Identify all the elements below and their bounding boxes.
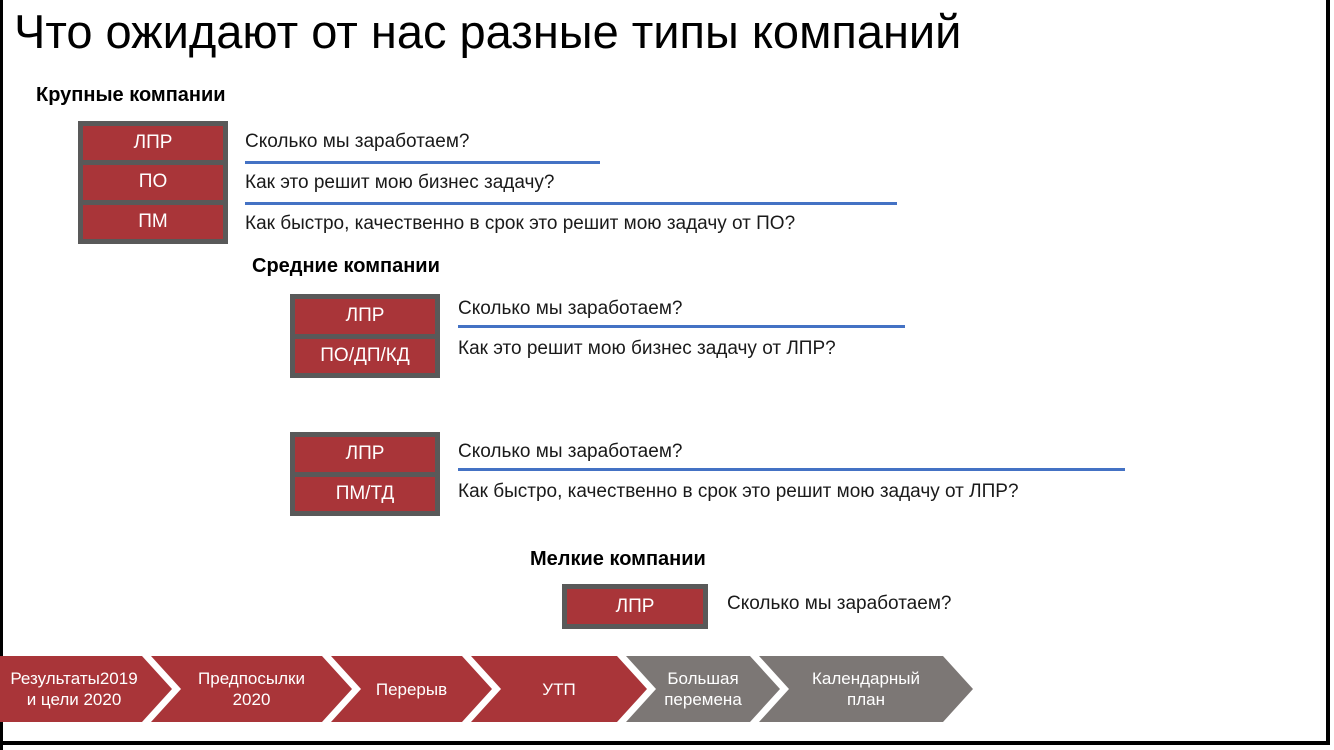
slide-title: Что ожидают от нас разные типы компаний [14, 5, 962, 58]
timeline-segment-results-goals: Результаты2019 и цели 2020 [0, 656, 172, 722]
timeline-label: Предпосылки [198, 669, 305, 688]
slide-border-bottom [0, 741, 1330, 745]
timeline-label: перемена [664, 690, 742, 709]
question-small-1: Сколько мы заработаем? [727, 593, 952, 614]
role-cell-pm: ПМ [83, 204, 223, 239]
timeline-label: Результаты2019 [10, 669, 138, 688]
timeline-label: Большая [667, 669, 739, 688]
timeline-label: и цели 2020 [26, 690, 122, 709]
timeline-segment-prerequisites: Предпосылки 2020 [151, 656, 352, 722]
question-large-1: Сколько мы заработаем? [245, 131, 470, 152]
timeline-segment-break: Перерыв [331, 656, 492, 722]
role-box-large-companies: ЛПР ПО ПМ [78, 121, 228, 244]
section-header-small-companies: Мелкие компании [530, 548, 706, 570]
role-cell-lpr: ЛПР [83, 126, 223, 161]
slide-border-left [0, 0, 3, 750]
section-header-medium-companies: Средние компании [252, 255, 440, 277]
underline-medium1-1 [458, 325, 905, 328]
role-cell-lpr: ЛПР [295, 299, 435, 334]
question-medium2-2: Как быстро, качественно в срок это решит… [458, 481, 1019, 502]
timeline-label: Перерыв [375, 679, 448, 699]
timeline-label: Календарный [811, 669, 921, 688]
role-cell-po: ПО [83, 165, 223, 200]
role-cell-pm-td: ПМ/ТД [295, 476, 435, 511]
timeline-label: УТП [542, 679, 576, 699]
timeline-label: 2020 [232, 690, 271, 709]
role-cell-lpr: ЛПР [295, 437, 435, 472]
role-cell-po-dp-kd: ПО/ДП/КД [295, 338, 435, 373]
question-medium2-1: Сколько мы заработаем? [458, 441, 683, 462]
role-cell-lpr: ЛПР [567, 589, 703, 624]
question-medium1-2: Как это решит мою бизнес задачу от ЛПР? [458, 338, 836, 359]
question-medium1-1: Сколько мы заработаем? [458, 298, 683, 319]
timeline-label: план [847, 690, 885, 709]
timeline-segment-calendar-plan: Календарный план [759, 656, 973, 722]
role-box-medium-group2: ЛПР ПМ/ТД [290, 432, 440, 516]
timeline-segment-big-change: Большая перемена [626, 656, 780, 722]
role-box-medium-group1: ЛПР ПО/ДП/КД [290, 294, 440, 378]
agenda-timeline: Результаты2019 и цели 2020 Предпосылки 2… [0, 656, 1000, 722]
timeline-segment-utp: УТП [471, 656, 647, 722]
question-large-2: Как это решит мою бизнес задачу? [245, 172, 555, 193]
question-large-3: Как быстро, качественно в срок это решит… [245, 213, 796, 234]
slide-border-right [1326, 0, 1330, 745]
underline-large-2 [245, 202, 897, 205]
underline-large-1 [245, 161, 600, 164]
role-box-small-companies: ЛПР [562, 584, 708, 629]
section-header-large-companies: Крупные компании [36, 84, 226, 106]
underline-medium2-1 [458, 468, 1125, 471]
